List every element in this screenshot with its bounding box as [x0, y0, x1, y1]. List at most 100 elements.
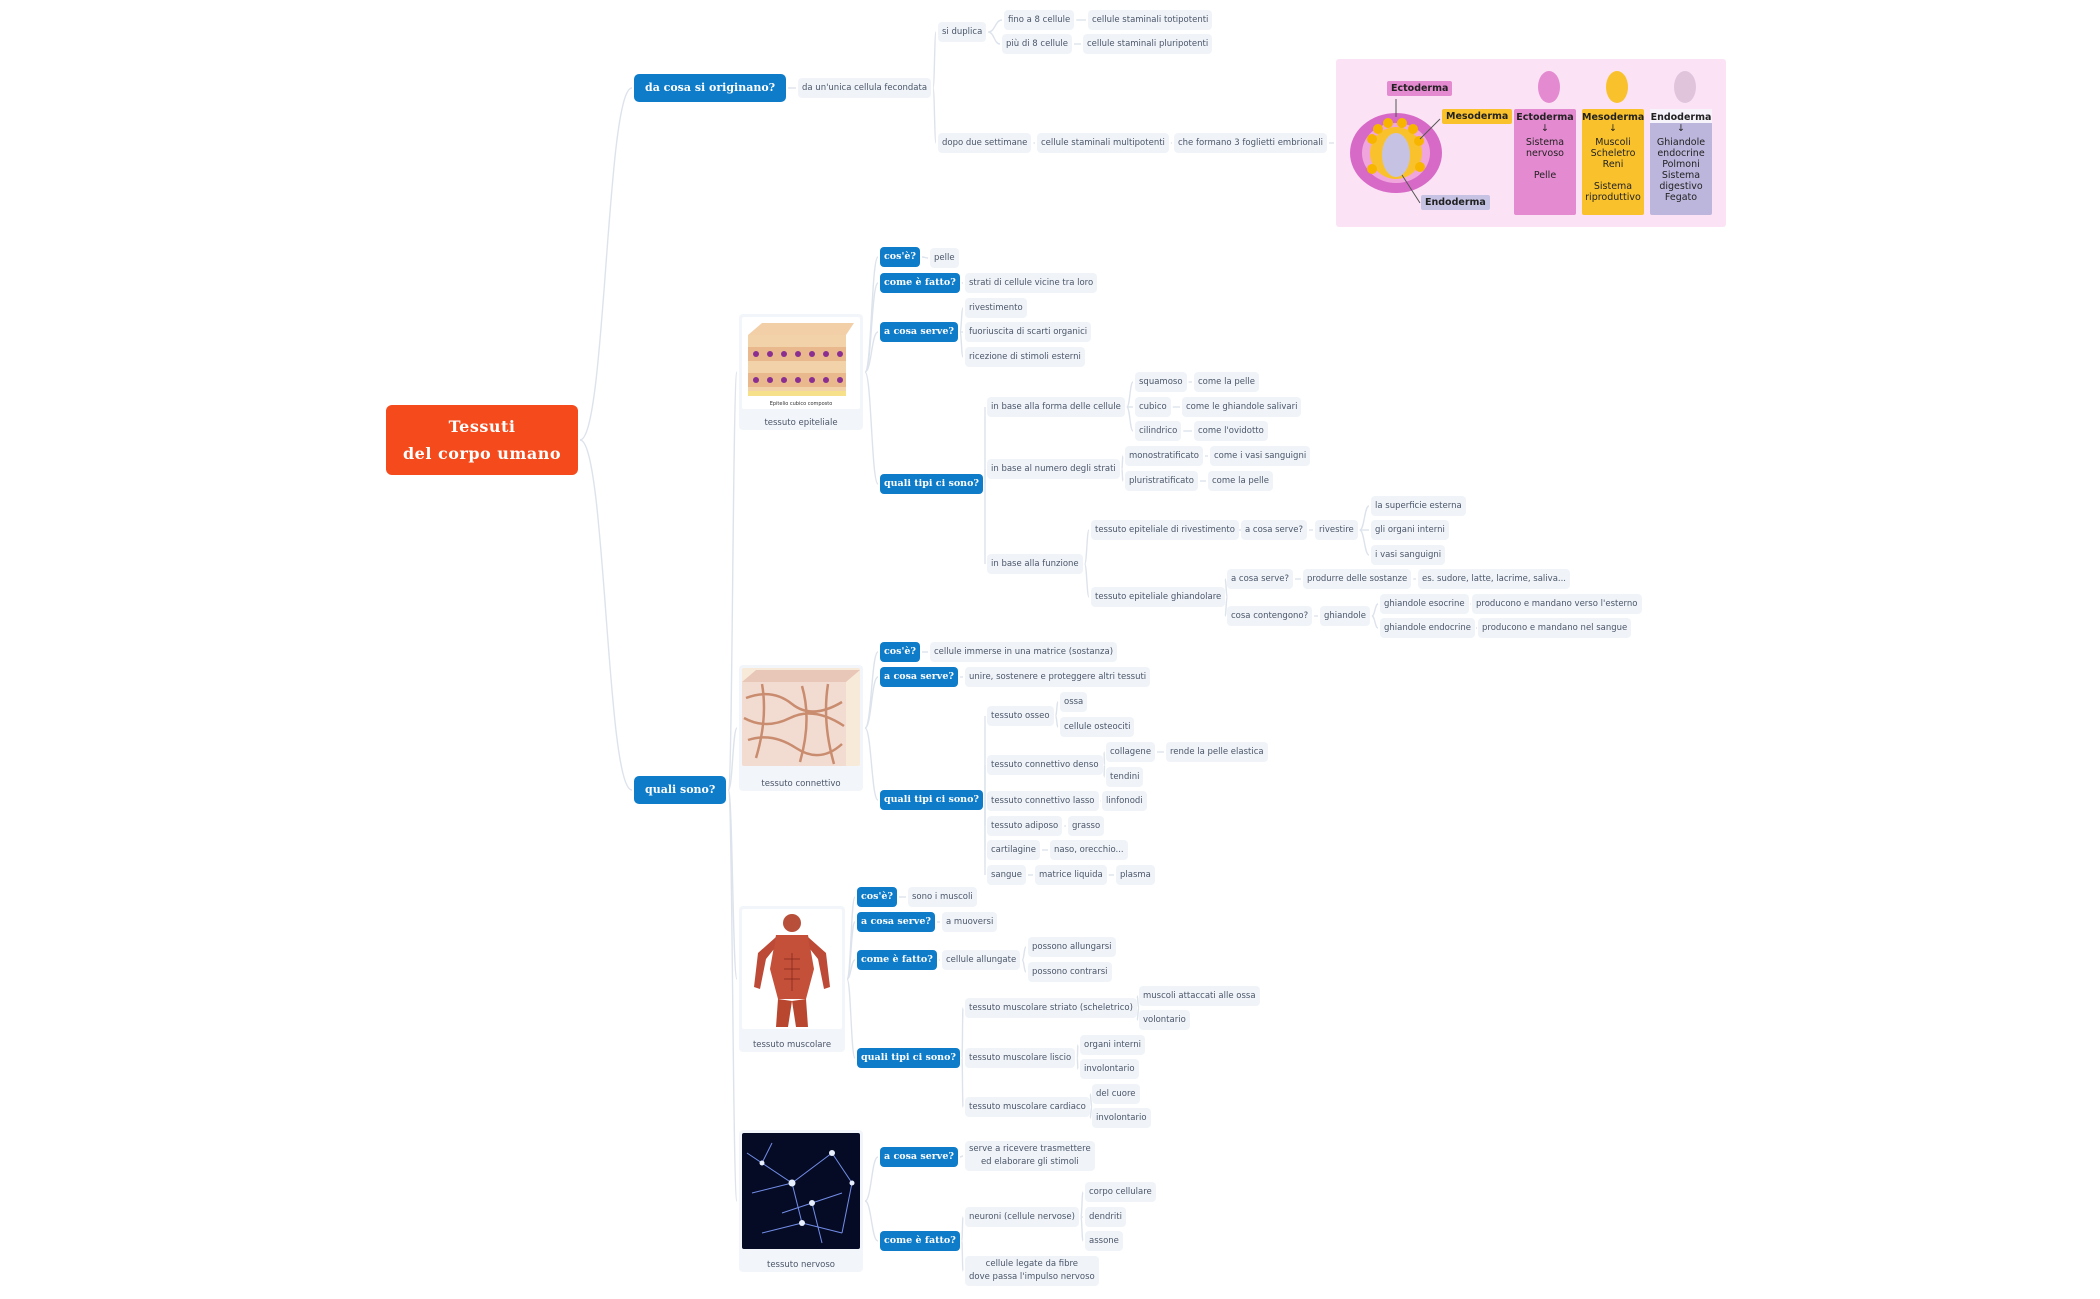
origin-foglietti[interactable]: che formano 3 foglietti embrionali: [1174, 133, 1327, 153]
card-connettivo[interactable]: tessuto connettivo: [739, 665, 863, 791]
ner-serve-q[interactable]: a cosa serve?: [880, 1147, 958, 1167]
origin-dopo[interactable]: dopo due settimane: [938, 133, 1032, 153]
epi-forma[interactable]: in base alla forma delle cellule: [987, 397, 1125, 417]
ner-serve-a[interactable]: serve a ricevere trasmettere ed elaborar…: [965, 1141, 1095, 1171]
epi-riv[interactable]: tessuto epiteliale di rivestimento: [1091, 520, 1239, 540]
mus-interni[interactable]: organi interni: [1080, 1035, 1146, 1055]
epi-serve-q[interactable]: a cosa serve?: [880, 322, 958, 342]
epi-cubico[interactable]: cubico: [1135, 397, 1171, 417]
epi-pluri-e[interactable]: come la pelle: [1208, 471, 1273, 491]
con-denso[interactable]: tessuto connettivo denso: [987, 755, 1103, 775]
epi-serve-a3[interactable]: ricezione di stimoli esterni: [965, 347, 1085, 367]
con-lasso[interactable]: tessuto connettivo lasso: [987, 791, 1099, 811]
epi-strati[interactable]: in base al numero degli strati: [987, 459, 1120, 479]
mus-serve-a[interactable]: a muoversi: [942, 912, 998, 932]
epi-sup[interactable]: la superficie esterna: [1371, 496, 1466, 516]
mus-involontario1[interactable]: involontario: [1080, 1059, 1139, 1079]
mus-fatto-a[interactable]: cellule allungate: [942, 950, 1021, 970]
mus-cose-a[interactable]: sono i muscoli: [908, 887, 977, 907]
mus-tipi-q[interactable]: quali tipi ci sono?: [857, 1048, 960, 1068]
con-cose-q[interactable]: cos'è?: [880, 642, 920, 662]
con-osteociti[interactable]: cellule osteociti: [1060, 717, 1135, 737]
epi-cont-q[interactable]: cosa contengono?: [1227, 606, 1313, 626]
origin-totipotenti[interactable]: cellule staminali totipotenti: [1088, 10, 1213, 30]
germ-layers-image[interactable]: Ectoderma Mesoderma Endoderma Ectoderma …: [1336, 59, 1726, 227]
origin-duplica[interactable]: si duplica: [938, 22, 987, 42]
epi-endo-a[interactable]: producono e mandano nel sangue: [1478, 618, 1632, 638]
mus-volontario[interactable]: volontario: [1139, 1010, 1190, 1030]
mus-contrarsi[interactable]: possono contrarsi: [1028, 962, 1112, 982]
ner-dendriti[interactable]: dendriti: [1085, 1207, 1126, 1227]
epi-eso[interactable]: ghiandole esocrine: [1380, 594, 1469, 614]
origin-fino8[interactable]: fino a 8 cellule: [1004, 10, 1075, 30]
card-muscolare[interactable]: tessuto muscolare: [739, 906, 845, 1052]
epi-serve-a2[interactable]: fuoriuscita di scarti organici: [965, 322, 1092, 342]
mus-fatto-q[interactable]: come è fatto?: [857, 950, 937, 970]
con-adiposo[interactable]: tessuto adiposo: [987, 816, 1063, 836]
epi-cilindrico[interactable]: cilindrico: [1135, 421, 1182, 441]
mus-cardiaco[interactable]: tessuto muscolare cardiaco: [965, 1097, 1090, 1117]
con-linfonodi[interactable]: linfonodi: [1102, 791, 1147, 811]
epi-cubico-e[interactable]: come le ghiandole salivari: [1182, 397, 1302, 417]
con-serve-a[interactable]: unire, sostenere e proteggere altri tess…: [965, 667, 1151, 687]
epi-ghi[interactable]: tessuto epiteliale ghiandolare: [1091, 587, 1226, 607]
epi-riv-q[interactable]: a cosa serve?: [1241, 520, 1308, 540]
epi-cose-a[interactable]: pelle: [930, 248, 959, 268]
epi-rivestire[interactable]: rivestire: [1315, 520, 1358, 540]
ner-corpo[interactable]: corpo cellulare: [1085, 1182, 1156, 1202]
branch-which[interactable]: quali sono?: [634, 776, 727, 804]
epi-ghi-q[interactable]: a cosa serve?: [1227, 569, 1294, 589]
con-matrice[interactable]: matrice liquida: [1035, 865, 1107, 885]
mus-serve-q[interactable]: a cosa serve?: [857, 912, 935, 932]
mus-involontario2[interactable]: involontario: [1092, 1108, 1151, 1128]
epi-eso-a[interactable]: producono e mandano verso l'esterno: [1472, 594, 1642, 614]
epi-serve-a1[interactable]: rivestimento: [965, 298, 1027, 318]
con-grasso[interactable]: grasso: [1068, 816, 1105, 836]
card-nervoso[interactable]: tessuto nervoso: [739, 1130, 863, 1272]
mus-liscio[interactable]: tessuto muscolare liscio: [965, 1048, 1076, 1068]
ner-assone[interactable]: assone: [1085, 1231, 1123, 1251]
card-epiteliale[interactable]: Epitelio cubico composto tessuto epiteli…: [739, 314, 863, 430]
epi-ghi-ex[interactable]: es. sudore, latte, lacrime, saliva...: [1418, 569, 1571, 589]
epi-fatto-q[interactable]: come è fatto?: [880, 273, 960, 293]
ner-neuroni[interactable]: neuroni (cellule nervose): [965, 1207, 1079, 1227]
con-sangue[interactable]: sangue: [987, 865, 1027, 885]
root-topic[interactable]: Tessuti del corpo umano: [386, 405, 578, 475]
epi-cose-q[interactable]: cos'è?: [880, 247, 920, 267]
epi-endo[interactable]: ghiandole endocrine: [1380, 618, 1475, 638]
con-tendini[interactable]: tendini: [1106, 767, 1144, 787]
epi-org[interactable]: gli organi interni: [1371, 520, 1449, 540]
epi-pluri[interactable]: pluristratificato: [1125, 471, 1198, 491]
mus-cuore[interactable]: del cuore: [1092, 1084, 1140, 1104]
epi-tipi-q[interactable]: quali tipi ci sono?: [880, 474, 983, 494]
con-plasma[interactable]: plasma: [1116, 865, 1155, 885]
con-osseo[interactable]: tessuto osseo: [987, 706, 1054, 726]
con-elastica[interactable]: rende la pelle elastica: [1166, 742, 1268, 762]
mus-allungarsi[interactable]: possono allungarsi: [1028, 937, 1116, 957]
branch-origin[interactable]: da cosa si originano?: [634, 74, 787, 102]
ner-fatto-q[interactable]: come è fatto?: [880, 1231, 960, 1251]
origin-fecondata[interactable]: da un'unica cellula fecondata: [798, 78, 932, 98]
origin-pluripotenti[interactable]: cellule staminali pluripotenti: [1083, 34, 1213, 54]
epi-ghiandole[interactable]: ghiandole: [1320, 606, 1370, 626]
con-tipi-q[interactable]: quali tipi ci sono?: [880, 790, 983, 810]
epi-vasi[interactable]: i vasi sanguigni: [1371, 545, 1446, 565]
origin-multipotenti[interactable]: cellule staminali multipotenti: [1037, 133, 1169, 153]
con-ossa[interactable]: ossa: [1060, 692, 1088, 712]
mus-cose-q[interactable]: cos'è?: [857, 887, 897, 907]
con-serve-q[interactable]: a cosa serve?: [880, 667, 958, 687]
mus-striato[interactable]: tessuto muscolare striato (scheletrico): [965, 998, 1137, 1018]
epi-cilindrico-e[interactable]: come l'ovidotto: [1194, 421, 1268, 441]
mus-attaccati[interactable]: muscoli attaccati alle ossa: [1139, 986, 1260, 1006]
con-cose-a[interactable]: cellule immerse in una matrice (sostanza…: [930, 642, 1118, 662]
ner-fibre[interactable]: cellule legate da fibre dove passa l'imp…: [965, 1256, 1099, 1286]
epi-fatto-a[interactable]: strati di cellule vicine tra loro: [965, 273, 1098, 293]
epi-mono-e[interactable]: come i vasi sanguigni: [1210, 446, 1311, 466]
con-naso[interactable]: naso, orecchio...: [1050, 840, 1128, 860]
epi-ghi-a[interactable]: produrre delle sostanze: [1303, 569, 1412, 589]
origin-piu8[interactable]: più di 8 cellule: [1002, 34, 1073, 54]
epi-squamoso-e[interactable]: come la pelle: [1194, 372, 1259, 392]
con-collagene[interactable]: collagene: [1106, 742, 1156, 762]
epi-funzione[interactable]: in base alla funzione: [987, 554, 1083, 574]
con-cartilagine[interactable]: cartilagine: [987, 840, 1041, 860]
